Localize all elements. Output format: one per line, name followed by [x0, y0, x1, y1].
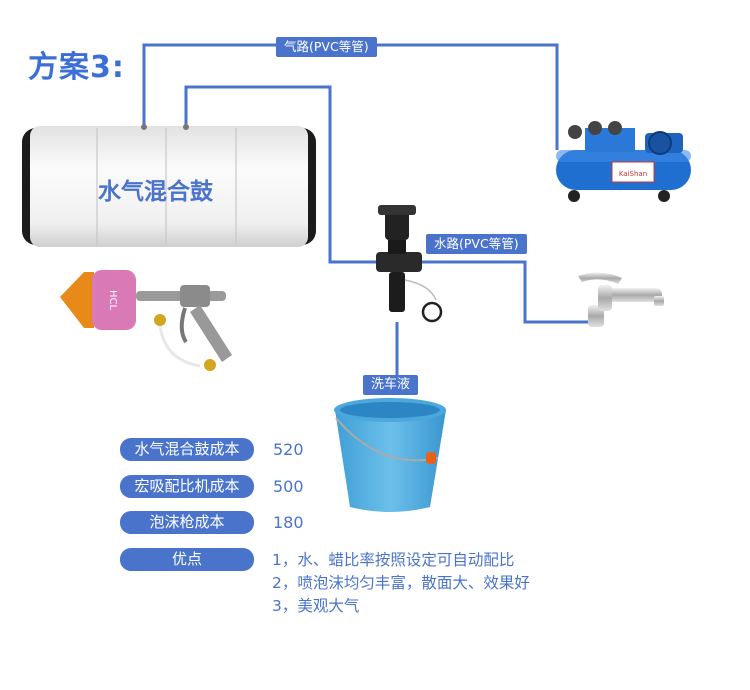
advantage-item-3: 3，美观大气 — [272, 597, 360, 615]
cost-value-proportioner: 500 — [273, 477, 304, 496]
cost-label-drum: 水气混合鼓成本 — [120, 438, 254, 461]
cost-label-foam-gun: 泡沫枪成本 — [120, 511, 254, 534]
advantage-item-1: 1，水、蜡比率按照设定可自动配比 — [272, 551, 515, 569]
cost-label-proportioner: 宏吸配比机成本 — [120, 475, 254, 498]
advantage-item-2: 2，喷泡沫均匀丰富，散面大、效果好 — [272, 574, 530, 592]
page-title: 方案3: — [28, 50, 125, 85]
advantages-label: 优点 — [120, 548, 254, 571]
water-pipe-label: 水路(PVC等管) — [426, 234, 527, 254]
air-pipe-label: 气路(PVC等管) — [276, 37, 377, 57]
gun-brand: HCL — [107, 290, 118, 311]
cost-value-foam-gun: 180 — [273, 513, 304, 532]
water-pipe — [420, 260, 588, 324]
drum-water-pipe — [184, 85, 378, 264]
cost-value-drum: 520 — [273, 440, 304, 459]
liquid-label: 洗车液 — [363, 375, 419, 395]
compressor-brand: KaiShan — [619, 170, 647, 178]
drum-label: 水气混合鼓 — [98, 179, 213, 205]
